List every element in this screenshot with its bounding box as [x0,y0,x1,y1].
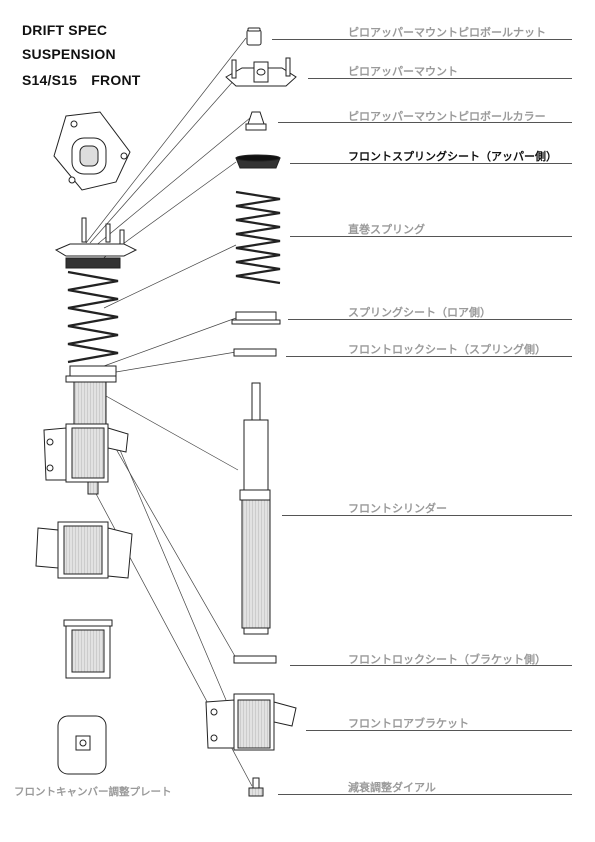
camber-plate-top [53,111,131,191]
part-pillow-nut [246,27,262,46]
rule-upper-mount [308,78,572,79]
label-lower-bracket: フロントロアブラケット [348,717,469,730]
rule-upper-spring-seat [290,163,572,164]
label-straight-spring: 直巻スプリング [348,223,425,236]
part-cylinder [239,382,271,635]
part-straight-spring [235,190,281,285]
part-upper-spring-seat [235,154,281,169]
camber-adjust-plate [57,715,107,775]
rule-pillow-nut [272,39,572,40]
label-pillow-nut: ピロアッパーマウントピロボールナット [348,26,546,39]
label-ball-collar: ピロアッパーマウントピロボールカラー [348,110,546,123]
rule-cylinder [282,515,572,516]
label-lock-seat-spring: フロントロックシート（スプリング側） [348,343,546,356]
part-lower-spring-seat [231,311,281,325]
label-cylinder: フロントシリンダー [348,502,447,515]
title-line-1: DRIFT SPEC [22,22,108,38]
part-damping-dial [248,777,264,797]
bracket-left [35,521,133,579]
part-upper-mount [225,57,297,87]
title-line-3: S14/S15 FRONT [22,72,141,88]
label-upper-mount: ピロアッパーマウント [348,65,458,78]
label-upper-spring-seat: フロントスプリングシート（アッパー側） [348,150,557,163]
rule-lower-spring-seat [288,319,572,320]
rule-ball-collar [278,122,572,123]
label-lower-spring-seat: スプリングシート（ロア側） [348,306,491,319]
rule-straight-spring [290,236,572,237]
leader-lines [85,37,253,787]
part-lock-seat-spring [233,348,277,357]
camber-plate-caption: フロントキャンバー調整プレート [14,786,172,798]
rule-lock-seat-spring [286,356,572,357]
rule-damping-dial [278,794,572,795]
part-lower-bracket [205,693,297,751]
title-line-2: SUSPENSION [22,46,116,62]
label-lock-seat-bracket: フロントロックシート（ブラケット側） [348,653,546,666]
rule-lower-bracket [306,730,572,731]
collar-left [63,619,113,679]
assembled-unit [43,217,138,495]
rule-lock-seat-bracket [290,665,572,666]
label-damping-dial: 減衰調整ダイアル [348,781,436,794]
part-lock-seat-bracket [233,655,277,664]
part-ball-collar [245,111,267,131]
